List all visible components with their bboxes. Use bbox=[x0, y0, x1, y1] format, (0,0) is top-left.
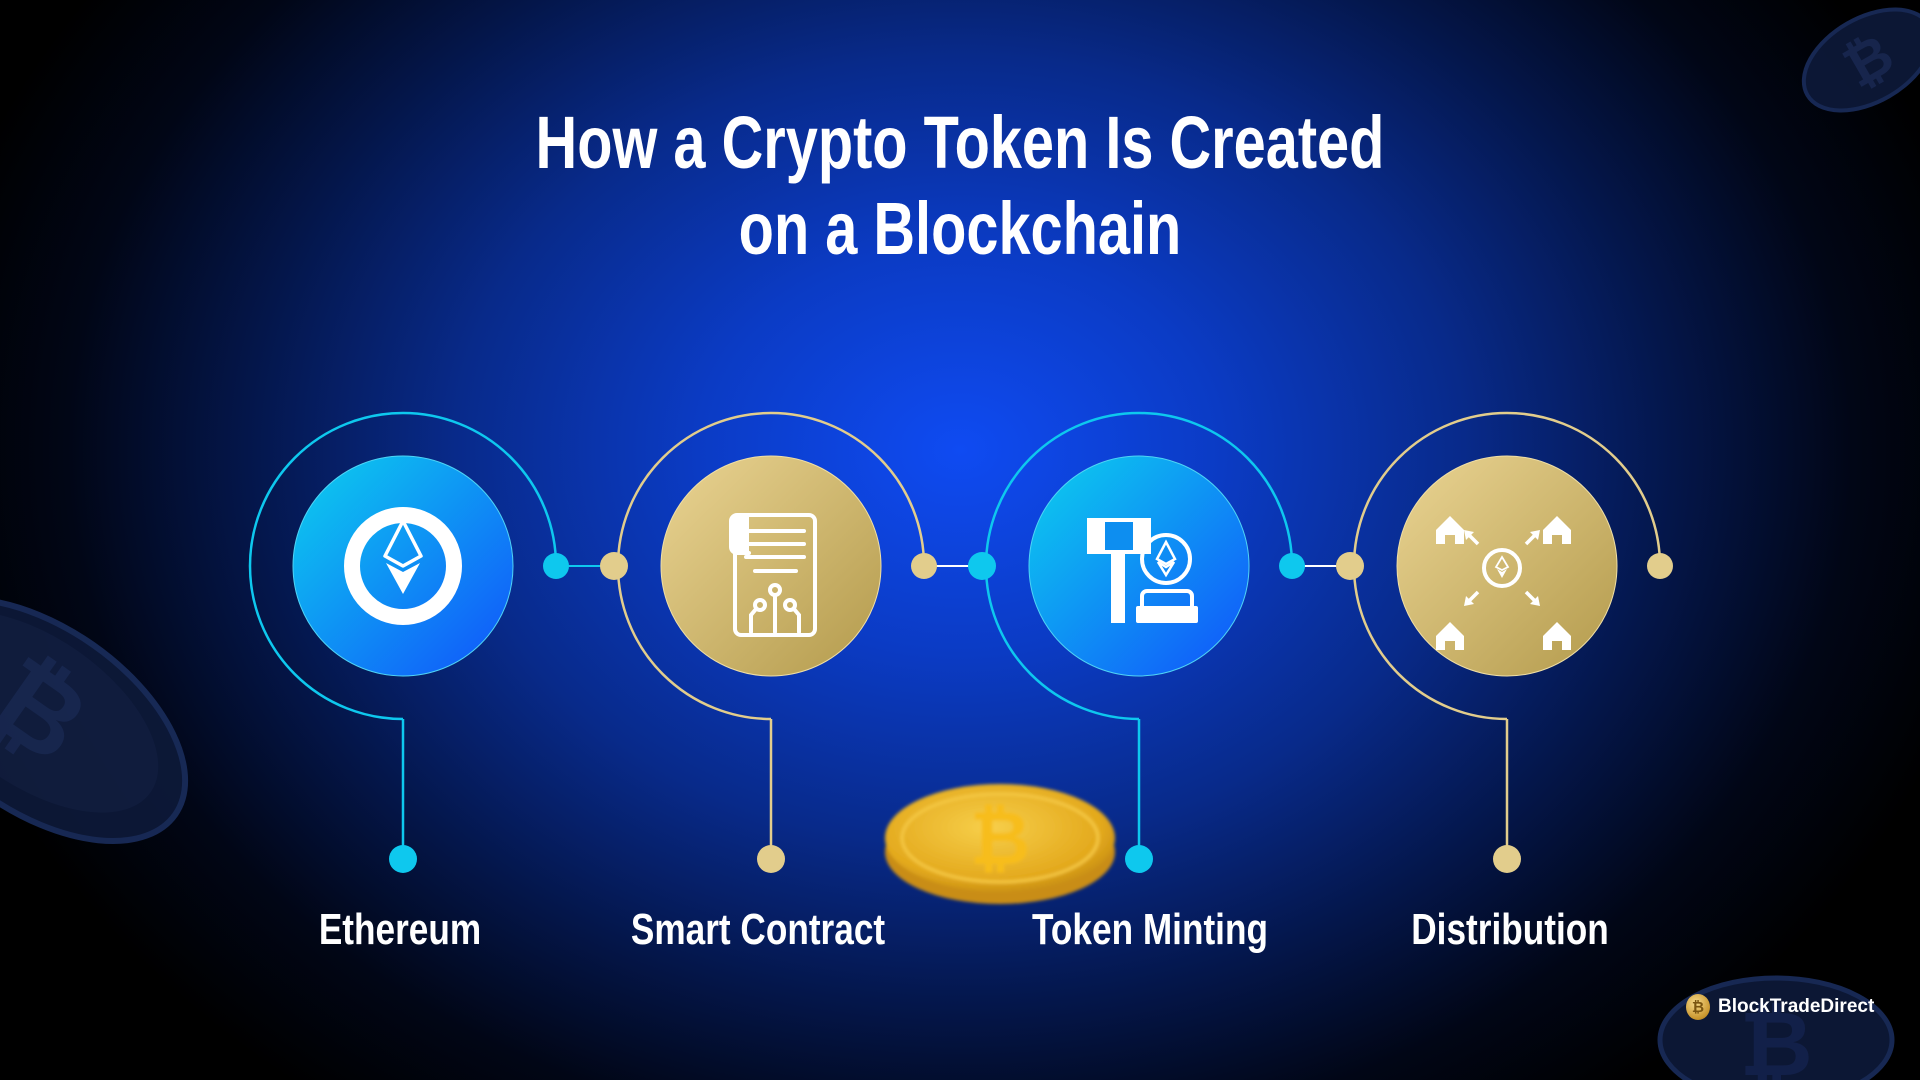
step-connector-dot bbox=[911, 553, 937, 579]
step-bottom-dot bbox=[1125, 845, 1153, 873]
decorative-coin-left: ₿ bbox=[0, 596, 189, 844]
step-connector-dot bbox=[1336, 552, 1364, 580]
brand-name: BlockTradeDirect bbox=[1718, 996, 1875, 1017]
step-smart-contract bbox=[600, 411, 937, 873]
decorative-coin-bottom-right: ₿ bbox=[1657, 975, 1895, 1080]
step-connector-dot bbox=[600, 552, 628, 580]
step-connector-dot bbox=[543, 553, 569, 579]
smart-contract-icon bbox=[729, 513, 817, 637]
step-label-ethereum: Ethereum bbox=[318, 905, 482, 954]
step-icon-circle bbox=[1028, 455, 1250, 677]
step-distribution bbox=[1336, 411, 1673, 873]
step-label-token-minting: Token Minting bbox=[1032, 905, 1268, 954]
step-token-minting bbox=[968, 411, 1305, 873]
bitcoin-coin-icon: ₿ bbox=[1686, 994, 1710, 1020]
ethereum-icon bbox=[344, 507, 462, 625]
page-title: How a Crypto Token Is Created on a Block… bbox=[211, 100, 1709, 272]
svg-text:₿: ₿ bbox=[1739, 995, 1812, 1080]
step-ethereum bbox=[248, 411, 569, 873]
svg-text:₿: ₿ bbox=[970, 797, 1030, 880]
title-line-1: How a Crypto Token Is Created bbox=[535, 101, 1385, 184]
decorative-coin-top-right: ₿ bbox=[1801, 7, 1920, 113]
distribution-icon bbox=[1436, 516, 1571, 650]
step-bottom-dot bbox=[1493, 845, 1521, 873]
step-connector-dot bbox=[1647, 553, 1673, 579]
title-line-2: on a Blockchain bbox=[738, 187, 1182, 270]
step-connector-dot bbox=[1279, 553, 1305, 579]
token-minting-icon bbox=[1087, 518, 1198, 623]
step-label-distribution: Distribution bbox=[1411, 905, 1609, 954]
bitcoin-coin-decoration: ₿ bbox=[885, 784, 1115, 904]
step-icon-circle bbox=[660, 455, 882, 677]
brand-logo: ₿ BlockTradeDirect bbox=[1686, 994, 1874, 1020]
step-label-smart-contract: Smart Contract bbox=[630, 905, 886, 954]
step-bottom-dot bbox=[389, 845, 417, 873]
step-connector-dot bbox=[968, 552, 996, 580]
step-bottom-dot bbox=[757, 845, 785, 873]
